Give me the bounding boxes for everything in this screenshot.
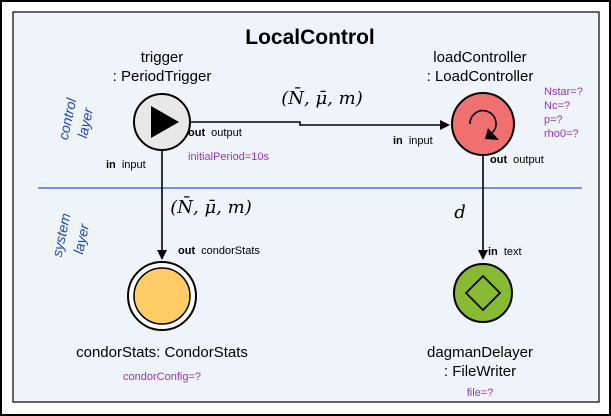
layer-label-system-line2: layer	[70, 221, 92, 255]
loadcontroller-type: : LoadController	[427, 68, 534, 85]
loadcontroller-param-nc: Nc=?	[544, 100, 570, 112]
diamond-icon	[464, 274, 502, 312]
loadcontroller-out-name: output	[513, 154, 544, 166]
loadcontroller-in-kw: in	[393, 135, 403, 147]
condorstats-param: condorConfig=?	[123, 371, 201, 383]
trigger-type: : PeriodTrigger	[113, 68, 212, 85]
node-dagmandelayer[interactable]	[453, 263, 513, 323]
loadcontroller-param-rho0: rho0=?	[544, 128, 579, 140]
condorstats-out-port: out condorStats	[178, 245, 260, 257]
trigger-out-port: out output	[188, 127, 242, 139]
edge-label-trigger-loadcontroller: (N̄, μ̄, m)	[281, 86, 362, 109]
dagmandelayer-type: : FileWriter	[444, 363, 516, 380]
dagmandelayer-in-port: in text	[488, 246, 522, 258]
loadcontroller-in-name: input	[409, 135, 433, 147]
loadcontroller-out-kw: out	[490, 154, 507, 166]
composite-actor-frame	[12, 11, 600, 403]
condorstats-name: condorStats: CondorStats	[76, 344, 248, 361]
trigger-name: trigger	[141, 49, 184, 66]
loadcontroller-actor-circle[interactable]	[451, 92, 515, 156]
node-trigger[interactable]: trigger : PeriodTrigger	[113, 49, 212, 151]
condorstats-out-kw: out	[178, 245, 195, 257]
node-loadcontroller[interactable]: loadController : LoadController	[427, 49, 534, 156]
loadcontroller-param-p: p=?	[544, 114, 563, 126]
loadcontroller-out-port: out output	[490, 154, 544, 166]
trigger-out-kw: out	[188, 127, 205, 139]
double-circle-icon[interactable]	[133, 267, 191, 325]
node-condorstats[interactable]	[127, 261, 197, 331]
trigger-in-name: input	[122, 159, 146, 171]
trigger-in-port: in input	[106, 159, 146, 171]
dagmandelayer-param: file=?	[467, 387, 494, 399]
edge-label-condorstats-trigger: (N̄, μ̄, m)	[170, 195, 251, 218]
loadcontroller-name: loadController	[433, 49, 526, 66]
diagram-title: LocalControl	[245, 26, 375, 49]
loop-arrow-icon	[469, 109, 499, 140]
trigger-param: initialPeriod=10s	[188, 151, 270, 163]
dagmandelayer-actor-circle[interactable]	[453, 263, 513, 323]
edge-label-loadcontroller-dagman: d	[454, 202, 466, 223]
condorstats-out-name: condorStats	[201, 245, 260, 257]
edge-trigger-to-loadcontroller	[186, 120, 450, 130]
dagmandelayer-in-name: text	[504, 246, 522, 258]
loadcontroller-param-nstar: Nstar=?	[544, 86, 583, 98]
dagmandelayer-in-kw: in	[488, 246, 498, 258]
trigger-in-kw: in	[106, 159, 116, 171]
dagmandelayer-name: dagmanDelayer	[427, 344, 533, 361]
play-icon	[151, 106, 179, 138]
trigger-out-name: output	[211, 127, 242, 139]
loadcontroller-in-port: in input	[393, 135, 433, 147]
layer-label-control-line2: layer	[74, 105, 96, 139]
